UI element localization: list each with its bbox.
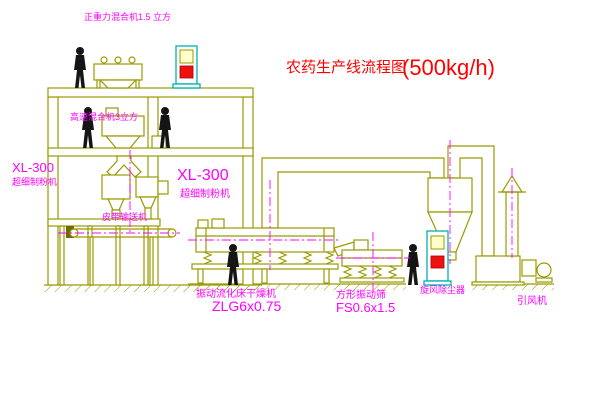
dryer-top-port xyxy=(211,218,225,229)
dryer-leg xyxy=(197,268,204,284)
dryer-spring xyxy=(324,251,335,265)
dryer-feed-inlet xyxy=(197,219,209,229)
label-mill-center-model: XL-300 xyxy=(177,167,229,184)
diagram-title: 农药生产线流程图 (500kg/h) xyxy=(286,55,495,80)
label-square-sieve-model: FS0.6x1.5 xyxy=(336,300,395,315)
label-fluid-bed-dryer-model: ZLG6x0.75 xyxy=(212,298,281,314)
control-cabinet-ground xyxy=(423,230,452,286)
centerlines xyxy=(58,140,513,292)
building-structure xyxy=(47,87,254,286)
title-text: 农药生产线流程图 xyxy=(286,59,406,76)
equipment-labels: 正重力混合机1.5 立方 高速混合机3立方 XL-300 超细制粉机 XL-30… xyxy=(12,11,547,315)
dryer-spring xyxy=(252,251,263,265)
dryer-spring xyxy=(202,251,213,265)
mill-body xyxy=(101,174,131,200)
label-fluid-bed-dryer: 振动流化床干燥机 xyxy=(196,287,276,300)
dryer-spring xyxy=(277,251,288,265)
micro-mill-group xyxy=(101,155,169,220)
platform-leg xyxy=(115,225,121,286)
sieve-feed-box xyxy=(353,239,369,251)
worker-on-roof xyxy=(74,47,86,88)
dryer-leg xyxy=(323,268,330,284)
roof-beam xyxy=(47,87,254,98)
conveyor-leg xyxy=(89,236,94,286)
building-column-left xyxy=(47,96,59,286)
label-mill-left-model: XL-300 xyxy=(12,160,54,175)
dryer-base xyxy=(191,263,339,270)
building-column-right xyxy=(242,96,254,286)
conveyor-leg xyxy=(149,236,154,286)
label-cyclone: 旋风除尘器 xyxy=(420,284,465,295)
label-square-sieve: 方形振动筛 xyxy=(336,288,386,301)
label-high-speed-mixer: 高速混合机3立方 xyxy=(70,111,138,122)
control-cabinet-roof xyxy=(172,45,201,89)
mill-motor xyxy=(157,180,169,195)
dryer-leg xyxy=(261,268,268,284)
sieve-spring xyxy=(387,265,398,279)
platform-leg xyxy=(143,225,149,286)
sieve-spring xyxy=(372,265,383,279)
label-induced-draft-fan: 引风机 xyxy=(517,294,547,307)
fluid-bed-dryer xyxy=(191,218,339,284)
second-floor-slab xyxy=(47,147,254,157)
cabinet-alarm-box xyxy=(179,65,194,79)
worker-ground-right xyxy=(407,244,419,285)
y-duct xyxy=(106,155,142,178)
sieve-spring xyxy=(357,265,368,279)
dryer-spring xyxy=(302,251,313,265)
gravity-mixer xyxy=(93,56,143,89)
label-gravity-mixer: 正重力混合机1.5 立方 xyxy=(84,11,171,22)
mill-classifier xyxy=(135,176,159,198)
belt-conveyor xyxy=(66,226,177,286)
fan-base xyxy=(471,281,525,286)
fan-motor-end xyxy=(536,262,552,278)
cabinet-alarm-box xyxy=(430,255,445,269)
label-mill-center-name: 超细制粉机 xyxy=(180,187,230,200)
title-capacity: (500kg/h) xyxy=(402,55,495,80)
fan-motor xyxy=(521,259,537,277)
sieve-base xyxy=(339,277,405,283)
label-belt-conveyor: 皮带输送机 xyxy=(102,211,147,222)
dryer-to-cyclone-duct xyxy=(261,157,445,229)
platform-leg xyxy=(59,225,65,286)
mill-platform xyxy=(47,218,161,227)
label-mill-left-name: 超细制粉机 xyxy=(12,176,57,187)
exhaust-ducting xyxy=(261,145,495,257)
sieve-spring xyxy=(342,265,353,279)
fan-housing xyxy=(475,255,521,283)
